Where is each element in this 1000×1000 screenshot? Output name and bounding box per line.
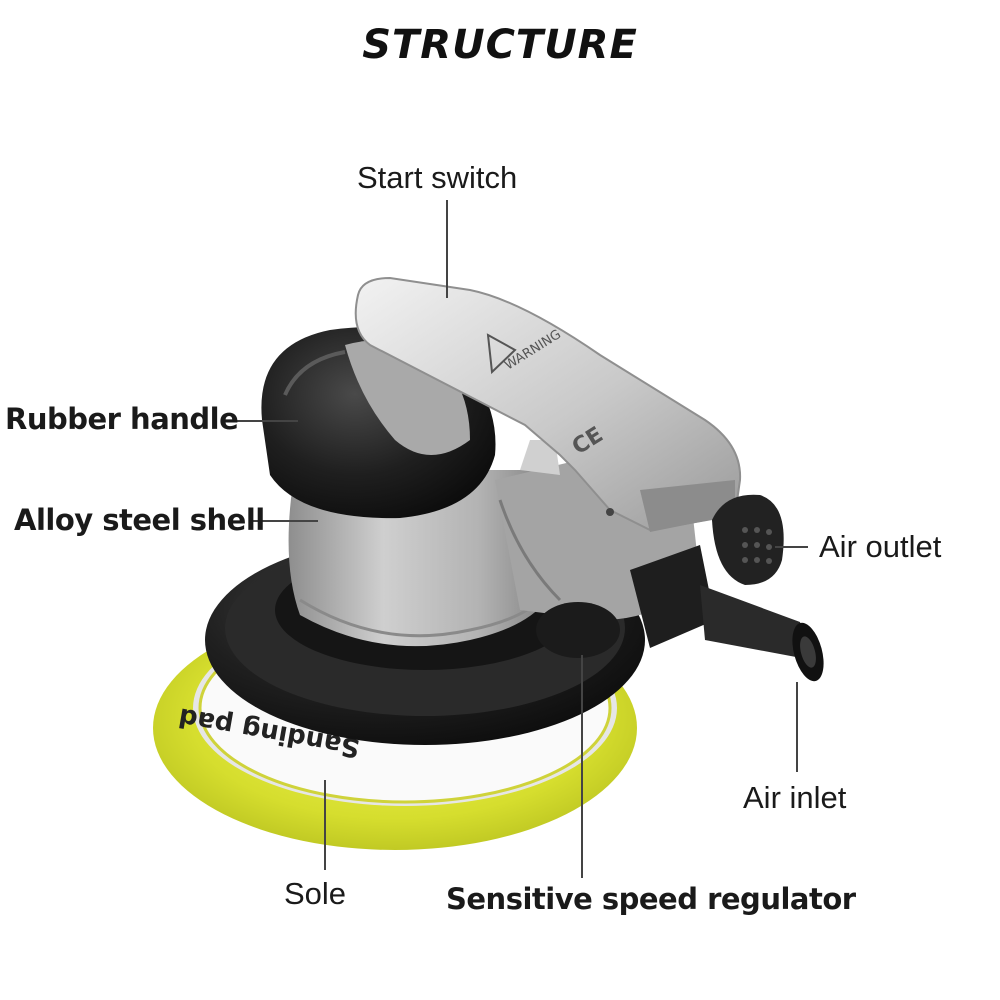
page-title: STRUCTURE bbox=[362, 22, 638, 68]
label-air-inlet: Air inlet bbox=[743, 780, 847, 815]
leader-lines bbox=[236, 200, 808, 878]
label-start-switch: Start switch bbox=[357, 160, 518, 195]
speed-regulator-part bbox=[536, 602, 620, 658]
label-rubber-handle: Rubber handle bbox=[5, 402, 239, 436]
label-sole: Sole bbox=[284, 876, 347, 911]
air-inlet-part bbox=[630, 545, 824, 682]
warning-triangle-icon bbox=[486, 333, 517, 375]
start-switch-lever: WARNING CE bbox=[354, 276, 742, 532]
label-air-outlet: Air outlet bbox=[819, 529, 942, 564]
lever-pivot-screw bbox=[606, 508, 614, 516]
air-outlet-part bbox=[712, 494, 784, 585]
label-speed-regulator: Sensitive speed regulator bbox=[446, 882, 856, 916]
label-alloy-steel-shell: Alloy steel shell bbox=[14, 503, 265, 537]
